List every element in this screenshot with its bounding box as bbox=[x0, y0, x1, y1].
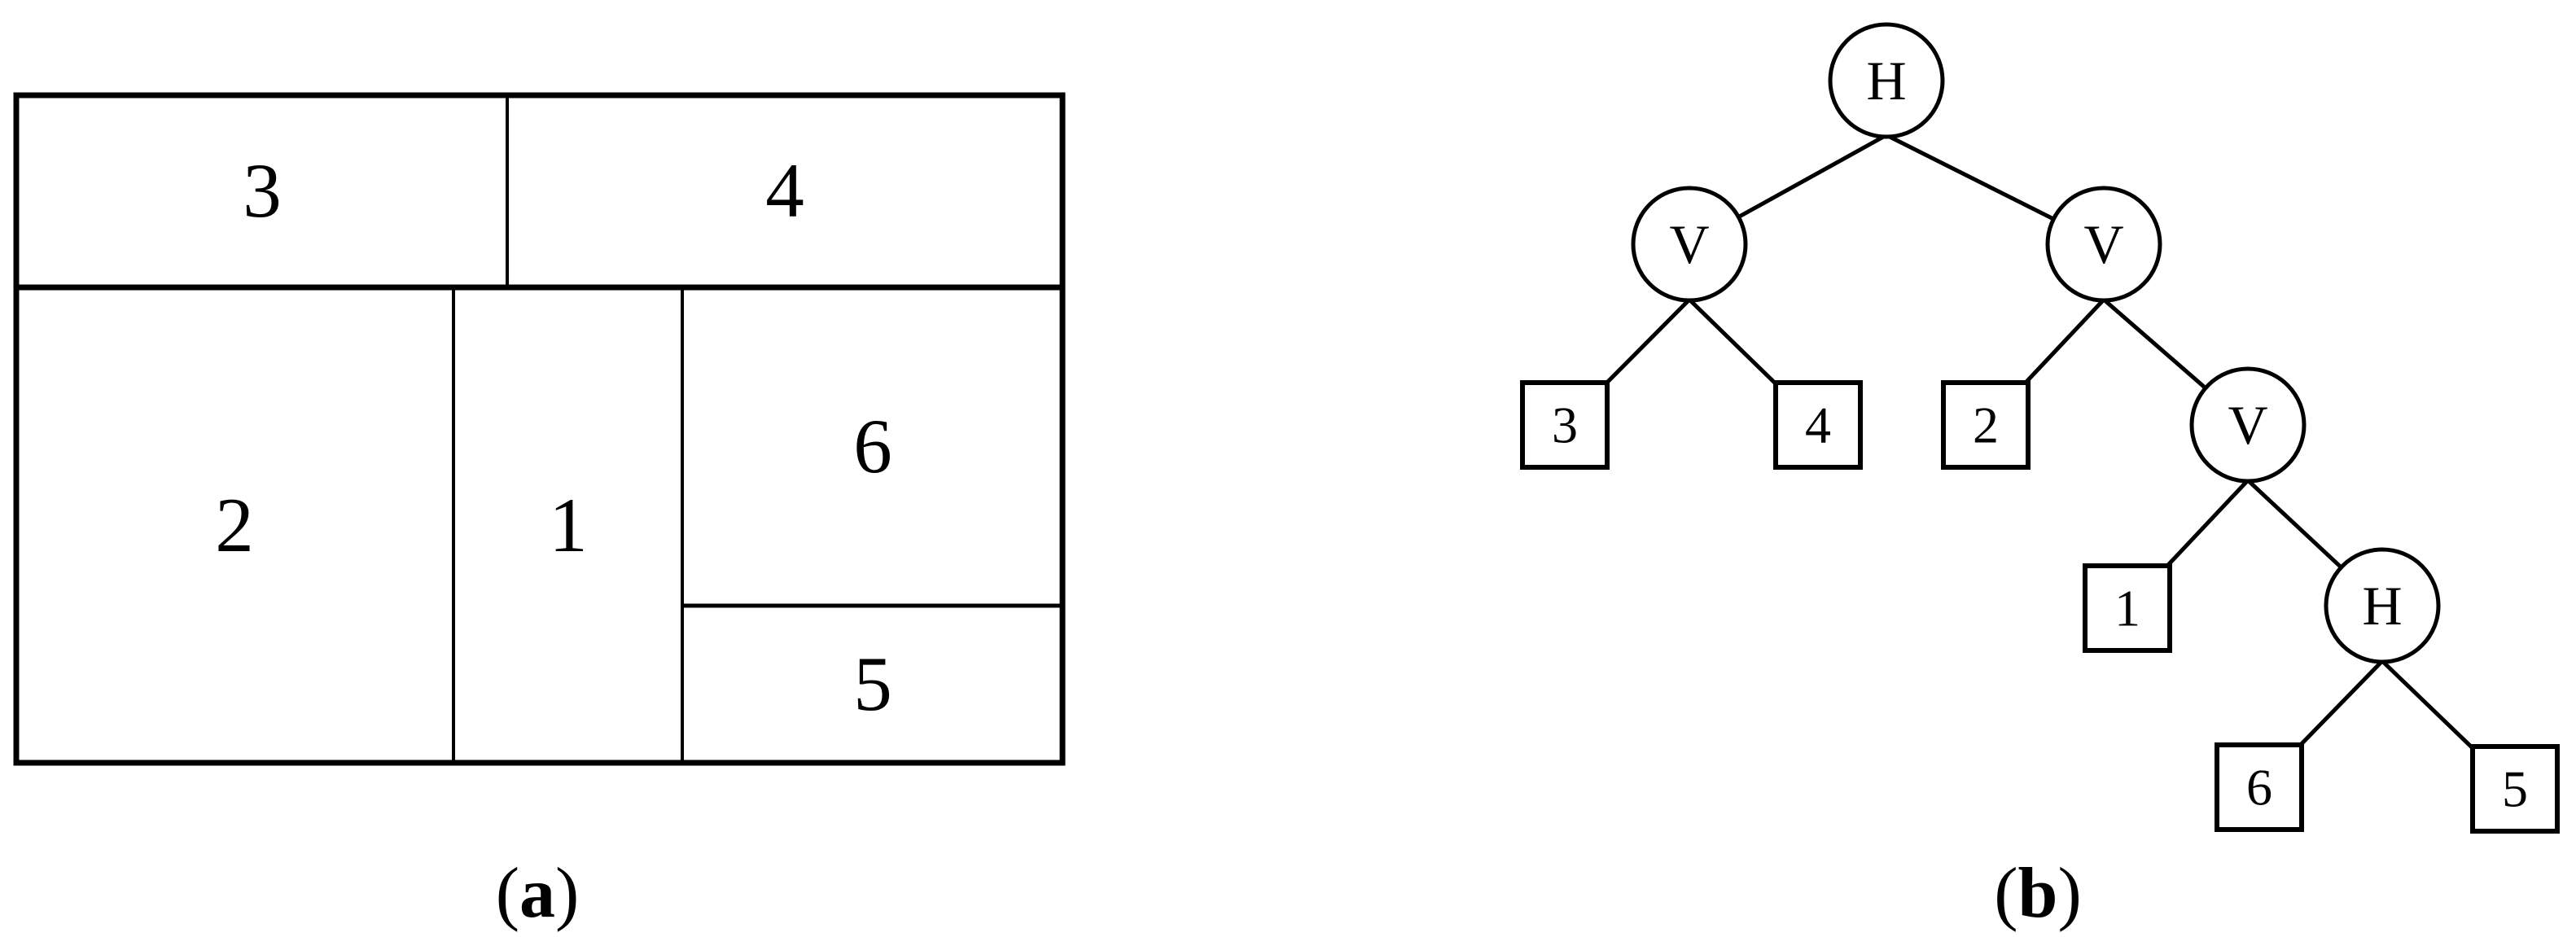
tree-leaf-2-label: 2 bbox=[1973, 396, 1999, 454]
floorplan-cell-label-5: 5 bbox=[853, 641, 892, 727]
panel-a-caption-letter: a bbox=[519, 854, 555, 933]
tree-leaf-4-label: 4 bbox=[1805, 396, 1831, 454]
tree-leaf-4-box bbox=[1773, 380, 1863, 470]
panel-b-caption: (b) bbox=[1994, 854, 2082, 933]
tree-node-vright-circle bbox=[2045, 186, 2162, 303]
tree-leaf-1-box bbox=[2083, 563, 2172, 653]
tree-node-vleft-label: V bbox=[1669, 213, 1709, 275]
tree-node-vleft-circle bbox=[1631, 186, 1748, 303]
panel-b-caption-letter: b bbox=[2018, 854, 2058, 933]
floorplan-panel: 3 4 2 1 6 5 (a) bbox=[13, 92, 1066, 933]
tree-leaf-5-box bbox=[2470, 744, 2560, 834]
tree-node-root-circle bbox=[1828, 22, 1945, 139]
panel-a-caption: (a) bbox=[496, 854, 580, 933]
tree-leaf-5-label: 5 bbox=[2502, 760, 2528, 818]
tree-node-vright-label: V bbox=[2083, 213, 2123, 275]
tree-node-vmid-label: V bbox=[2228, 394, 2267, 456]
tree-leaf-3-label: 3 bbox=[1552, 396, 1578, 454]
tree-leaf-6-box bbox=[2215, 742, 2304, 832]
floorplan-outer-border bbox=[13, 92, 1066, 766]
tree-leaf-1-label: 1 bbox=[2114, 580, 2140, 637]
panel-a-caption-open: ( bbox=[496, 854, 519, 933]
tree-node-hlow-label: H bbox=[2362, 575, 2402, 637]
floorplan-cell-label-2: 2 bbox=[215, 482, 254, 568]
tree-node-vmid-circle bbox=[2189, 366, 2307, 484]
floorplan-cell-label-1: 1 bbox=[549, 482, 588, 568]
tree-leaf-6-label: 6 bbox=[2246, 759, 2272, 817]
tree-node-root-label: H bbox=[1866, 50, 1906, 112]
tree-leaf-3-box bbox=[1520, 380, 1610, 470]
floorplan-cell-label-4: 4 bbox=[765, 147, 804, 234]
tree-leaf-2-box bbox=[1941, 380, 2031, 470]
tree-node-hlow-circle bbox=[2324, 547, 2441, 664]
floorplan-cell-label-6: 6 bbox=[853, 403, 892, 489]
floorplan-cell-label-3: 3 bbox=[243, 147, 282, 234]
panel-b-caption-open: ( bbox=[1994, 854, 2017, 933]
slicing-tree-panel: H V V V H 3 4 2 1 6 5 (b) bbox=[1520, 22, 2560, 933]
panel-b-caption-close: ) bbox=[2057, 854, 2081, 933]
panel-a-caption-close: ) bbox=[555, 854, 579, 933]
